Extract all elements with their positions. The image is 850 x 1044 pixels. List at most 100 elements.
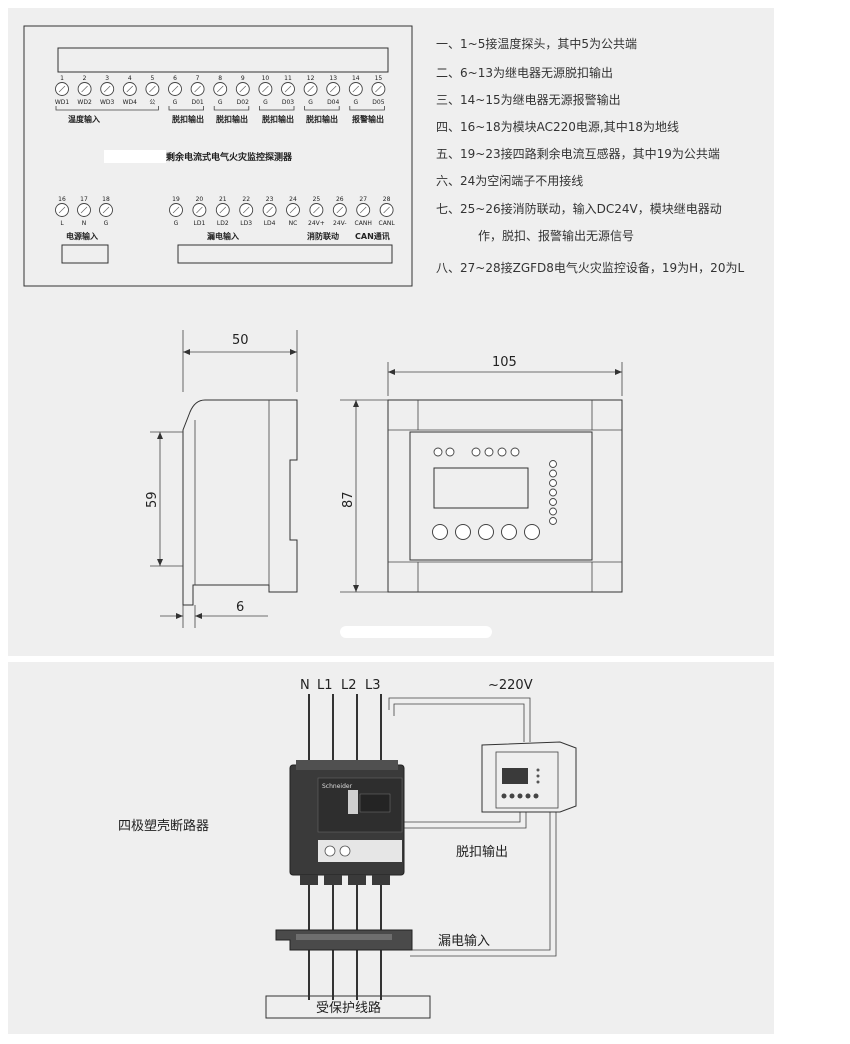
note-7a: 七、25~26接消防联动，输入DC24V，模块继电器动 bbox=[436, 201, 722, 216]
keypad-button bbox=[432, 524, 448, 540]
terminal-slot bbox=[383, 206, 390, 214]
note-6: 六、24为空闲端子不用接线 bbox=[436, 173, 583, 188]
side-view: 50 59 6 bbox=[145, 330, 298, 628]
phase-label-l2: L2 bbox=[341, 678, 357, 693]
side-body-outline bbox=[182, 399, 298, 606]
group-bracket bbox=[349, 106, 385, 111]
terminal-sublabel: LD2 bbox=[217, 220, 229, 227]
power-label-box bbox=[61, 244, 109, 264]
terminal-number: 19 bbox=[172, 196, 180, 203]
top-terminal-groups: 温度输入脱扣输出脱扣输出脱扣输出脱扣输出报警输出 bbox=[55, 106, 385, 124]
terminal-sublabel: G bbox=[308, 99, 313, 106]
terminal-number: 16 bbox=[58, 196, 66, 203]
terminal-number: 17 bbox=[80, 196, 88, 203]
terminal-number: 26 bbox=[336, 196, 344, 203]
terminal-slot bbox=[58, 206, 66, 214]
circuit-breaker: Schneider bbox=[289, 760, 405, 885]
terminal-slot bbox=[126, 85, 134, 93]
redacted-mark bbox=[104, 150, 166, 163]
top-label-strip bbox=[57, 47, 389, 73]
terminal-sublabel: D02 bbox=[237, 99, 249, 106]
terminal-slot bbox=[289, 206, 297, 214]
terminal-sublabel: D04 bbox=[327, 99, 339, 106]
terminal-slot bbox=[329, 85, 337, 93]
terminal-sublabel: N bbox=[82, 220, 87, 227]
terminal-sublabel: WD3 bbox=[100, 99, 115, 106]
terminal-slot bbox=[80, 206, 88, 214]
wiring-notes: 一、1~5接温度探头，其中5为公共端 二、6~13为继电器无源脱扣输出 三、14… bbox=[436, 36, 744, 275]
group-bracket bbox=[55, 106, 159, 111]
terminal-number: 14 bbox=[352, 75, 360, 82]
terminal-slot bbox=[307, 85, 314, 93]
top-group-label: 脱扣输出 bbox=[216, 114, 248, 124]
keypad-button bbox=[478, 524, 494, 540]
indicator-led bbox=[510, 447, 520, 457]
terminal-slot bbox=[336, 206, 344, 214]
terminal-slot bbox=[102, 206, 110, 214]
group-bracket bbox=[304, 106, 340, 111]
terminal-slot bbox=[352, 85, 360, 93]
terminal-sublabel: G bbox=[174, 220, 179, 227]
breaker-label: 四极塑壳断路器 bbox=[118, 818, 209, 834]
terminal-sublabel: D03 bbox=[282, 99, 294, 106]
terminal-slot bbox=[266, 206, 273, 214]
indicator-led bbox=[549, 498, 557, 506]
note-5: 五、19~23接四路剩余电流互感器，其中19为公共端 bbox=[436, 146, 720, 161]
can-group-label: CAN通讯 bbox=[355, 231, 390, 241]
terminal-slot bbox=[262, 85, 269, 93]
terminal-sublabel: L bbox=[60, 220, 64, 227]
terminal-sublabel: LD3 bbox=[240, 220, 252, 227]
terminal-sublabel: CANH bbox=[355, 220, 372, 227]
front-indicator-leds bbox=[433, 447, 557, 525]
top-group-label: 脱扣输出 bbox=[262, 114, 294, 124]
phase-labels: N L1 L2 L3 bbox=[300, 678, 381, 693]
terminal-sublabel: WD4 bbox=[123, 99, 138, 106]
terminal-sublabel: LD4 bbox=[264, 220, 276, 227]
front-face-panel bbox=[409, 431, 593, 561]
terminal-slot bbox=[239, 85, 247, 93]
terminal-number: 3 bbox=[105, 75, 109, 82]
terminal-number: 6 bbox=[173, 75, 177, 82]
top-group-label: 报警输出 bbox=[352, 114, 384, 124]
terminal-sublabel: 24V+ bbox=[308, 220, 325, 227]
indicator-led bbox=[484, 447, 494, 457]
terminal-slot bbox=[313, 206, 320, 214]
terminal-sublabel: WD1 bbox=[55, 99, 70, 106]
protected-line-label: 受保护线路 bbox=[316, 1000, 381, 1016]
group-bracket bbox=[168, 106, 204, 111]
indicator-led bbox=[471, 447, 481, 457]
note-2: 二、6~13为继电器无源脱扣输出 bbox=[436, 65, 613, 80]
control-wires bbox=[388, 697, 557, 957]
note-7b: 作，脱扣、报警输出无源信号 bbox=[478, 228, 634, 243]
fire-group-label: 消防联动 bbox=[307, 231, 339, 241]
terminal-sublabel: D05 bbox=[372, 99, 384, 106]
terminal-number: 12 bbox=[307, 75, 315, 82]
terminal-slot bbox=[149, 85, 156, 93]
dim-height-front: 87 bbox=[341, 491, 356, 508]
top-group-label: 脱扣输出 bbox=[306, 114, 338, 124]
terminal-number: 20 bbox=[196, 196, 204, 203]
terminal-slot bbox=[375, 85, 382, 93]
terminal-sublabel: WD2 bbox=[77, 99, 92, 106]
terminal-sublabel: G bbox=[218, 99, 223, 106]
terminal-number: 15 bbox=[375, 75, 383, 82]
keypad-button bbox=[501, 524, 517, 540]
terminal-slot bbox=[196, 206, 203, 214]
terminal-sublabel: CANL bbox=[379, 220, 396, 227]
terminal-number: 13 bbox=[329, 75, 337, 82]
indicator-led bbox=[549, 460, 557, 468]
terminal-sublabel: D01 bbox=[191, 99, 203, 106]
terminal-slot bbox=[81, 85, 88, 93]
keypad-button bbox=[524, 524, 540, 540]
bottom-terminal-row: 19G20LD121LD222LD323LD424NC2524V+2624V-2… bbox=[169, 196, 396, 227]
bottom-label-strip bbox=[177, 244, 393, 264]
note-8: 八、27~28接ZGFD8电气火灾监控设备，19为H，20为L bbox=[436, 260, 744, 275]
terminal-number: 25 bbox=[313, 196, 321, 203]
terminal-slot bbox=[359, 206, 367, 214]
terminal-slot bbox=[194, 85, 201, 93]
terminal-number: 5 bbox=[150, 75, 154, 82]
voltage-label: ~220V bbox=[488, 678, 533, 693]
